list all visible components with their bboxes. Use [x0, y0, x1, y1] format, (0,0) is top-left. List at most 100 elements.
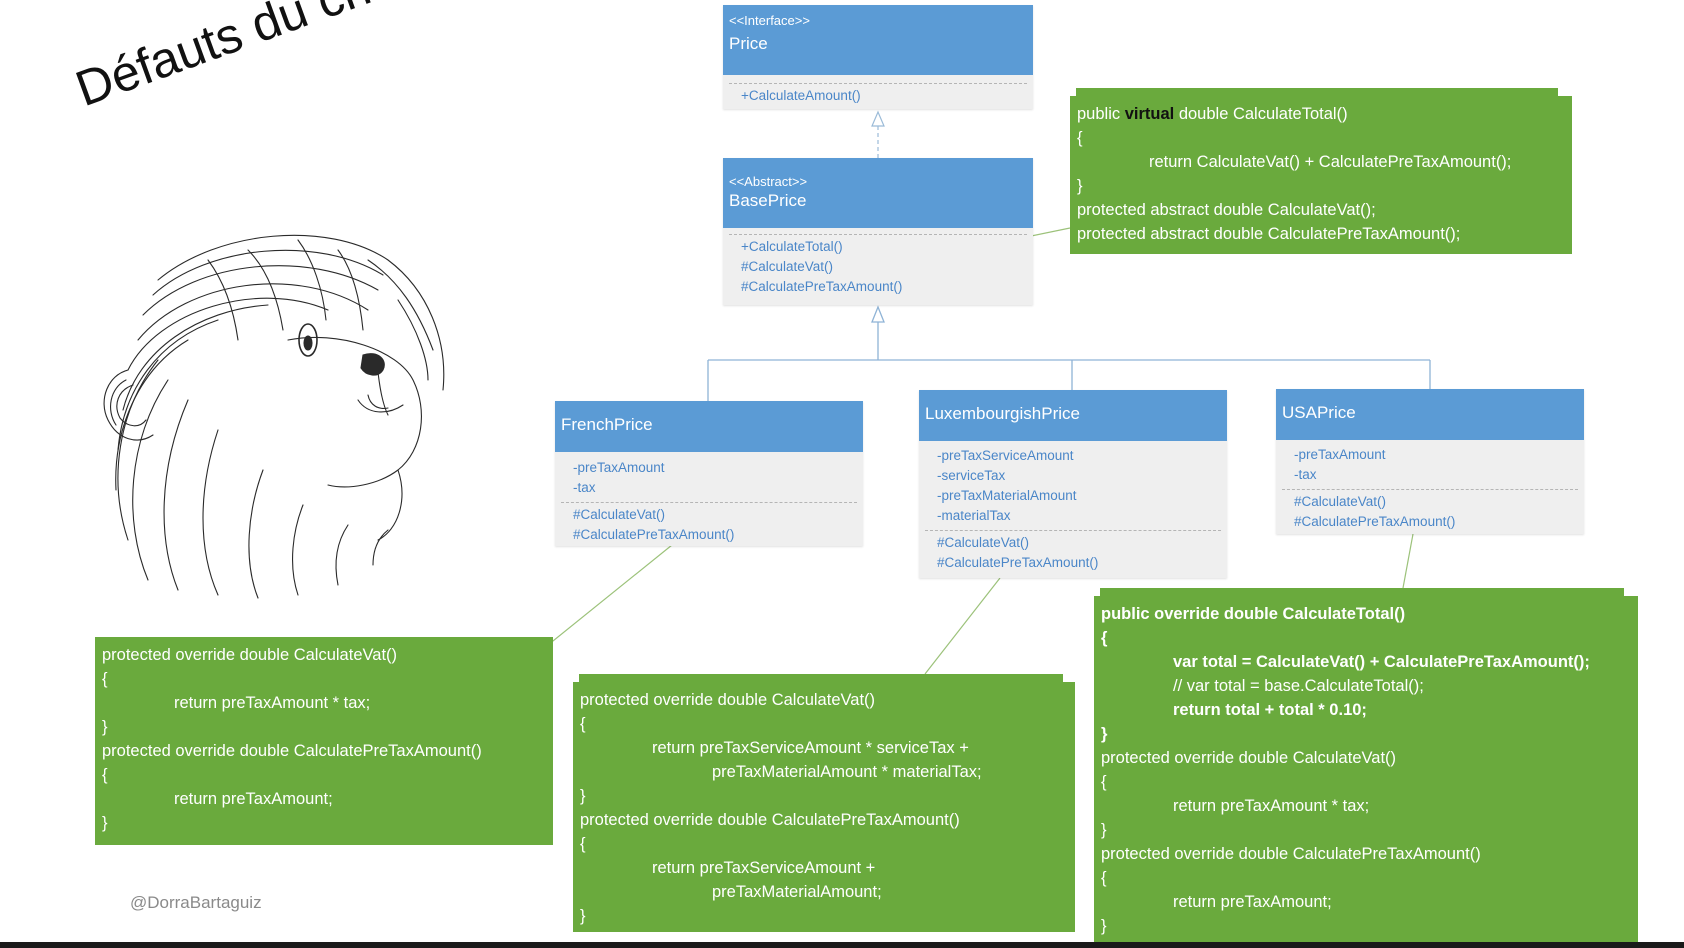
- author-credit: @DorraBartaguiz: [130, 893, 262, 912]
- class-luxembourgishprice: LuxembourgishPrice -preTaxServiceAmount …: [919, 390, 1227, 578]
- class-name: Price: [729, 34, 768, 53]
- code-line: protected override double CalculateVat(): [1101, 749, 1397, 767]
- class-name: LuxembourgishPrice: [925, 404, 1080, 423]
- field: -preTaxServiceAmount: [937, 448, 1074, 463]
- note-baseprice: public virtual double CalculateTotal() {…: [1070, 88, 1572, 254]
- code-line: // var total = base.CalculateTotal();: [1173, 677, 1424, 695]
- code-line: var total = CalculateVat() + CalculatePr…: [1173, 653, 1590, 671]
- code-line: protected override double CalculatePreTa…: [102, 742, 482, 760]
- method: #CalculateVat(): [1294, 494, 1387, 509]
- code-line: protected override double CalculateVat(): [580, 691, 876, 709]
- code-line: public override double CalculateTotal(): [1101, 605, 1406, 623]
- method: +CalculateAmount(): [741, 88, 861, 103]
- fields: -preTaxAmount -tax: [555, 452, 863, 502]
- code-line: return CalculateVat() + CalculatePreTaxA…: [1149, 153, 1512, 171]
- code-line: return total + total * 0.10;: [1173, 701, 1367, 719]
- methods: #CalculateVat() #CalculatePreTaxAmount(): [555, 503, 863, 549]
- code-line: {: [1101, 869, 1107, 887]
- code-line: protected abstract double CalculateVat()…: [1077, 201, 1376, 219]
- note-body: public override double CalculateTotal() …: [1094, 596, 1638, 942]
- field: -tax: [573, 480, 596, 495]
- realization-arrow: [871, 110, 885, 127]
- method: #CalculateVat(): [573, 507, 666, 522]
- note-anchor-french: [547, 544, 673, 646]
- method: #CalculatePreTaxAmount(): [573, 527, 735, 542]
- field: -preTaxMaterialAmount: [937, 488, 1077, 503]
- code-line: {: [102, 766, 108, 784]
- class-baseprice: <<Abstract>> BasePrice +CalculateTotal()…: [723, 158, 1033, 305]
- divider: [925, 530, 1221, 531]
- note-fold: [1076, 88, 1558, 98]
- field: -serviceTax: [937, 468, 1006, 483]
- class-name: USAPrice: [1282, 403, 1356, 422]
- code-line: return preTaxAmount * tax;: [1173, 797, 1370, 815]
- methods: +CalculateAmount(): [723, 84, 1033, 110]
- methods: +CalculateTotal() #CalculateVat() #Calcu…: [723, 235, 1033, 301]
- note-frenchprice: protected override double CalculateVat()…: [95, 637, 553, 845]
- field: -preTaxAmount: [573, 460, 665, 475]
- code-line: protected abstract double CalculatePreTa…: [1077, 225, 1461, 243]
- class-header: USAPrice: [1276, 389, 1584, 440]
- code-line: }: [1101, 821, 1107, 839]
- code-line: preTaxMaterialAmount * materialTax;: [712, 763, 982, 781]
- note-anchor-usa: [1402, 533, 1414, 589]
- note-body: protected override double CalculateVat()…: [573, 682, 1075, 932]
- note-luxembourgishprice: protected override double CalculateVat()…: [573, 674, 1075, 932]
- code-line: }: [1101, 725, 1108, 743]
- class-header: <<Interface>> Price: [723, 5, 1033, 75]
- note-anchor-luxembourg: [924, 577, 1001, 675]
- code-line: }: [1101, 917, 1107, 935]
- fields: -preTaxServiceAmount -serviceTax -preTax…: [919, 441, 1227, 530]
- stereotype: <<Interface>>: [729, 13, 810, 28]
- method: #CalculateVat(): [937, 535, 1030, 550]
- code-line: protected override double CalculatePreTa…: [580, 811, 960, 829]
- code-line: }: [102, 718, 108, 736]
- code-line: {: [580, 715, 586, 733]
- code-line: return preTaxAmount;: [174, 790, 333, 808]
- code-line: {: [1101, 629, 1108, 647]
- code-line: return preTaxServiceAmount * serviceTax …: [652, 739, 969, 757]
- stereotype: <<Abstract>>: [729, 174, 808, 189]
- divider: [729, 234, 1027, 235]
- field: -tax: [1294, 467, 1317, 482]
- code-line: }: [102, 814, 108, 832]
- field: -materialTax: [937, 508, 1011, 523]
- class-usaprice: USAPrice -preTaxAmount -tax #CalculateVa…: [1276, 389, 1584, 534]
- code-line: }: [580, 907, 586, 925]
- code-line: return preTaxAmount;: [1173, 893, 1332, 911]
- method: #CalculatePreTaxAmount(): [741, 279, 903, 294]
- class-header: FrenchPrice: [555, 401, 863, 452]
- code-text: double CalculateTotal(): [1174, 105, 1348, 123]
- code-line: preTaxMaterialAmount;: [712, 883, 882, 901]
- field: -preTaxAmount: [1294, 447, 1386, 462]
- note-body: protected override double CalculateVat()…: [95, 637, 553, 845]
- divider: [1282, 489, 1578, 490]
- code-line: {: [1101, 773, 1107, 791]
- fields: -preTaxAmount -tax: [1276, 440, 1584, 489]
- code-line: }: [1077, 177, 1083, 195]
- code-line: public virtual double CalculateTotal(): [1077, 102, 1565, 126]
- method: #CalculatePreTaxAmount(): [1294, 514, 1456, 529]
- code-line: {: [580, 835, 586, 853]
- code-line: return preTaxAmount * tax;: [174, 694, 371, 712]
- class-frenchprice: FrenchPrice -preTaxAmount -tax #Calculat…: [555, 401, 863, 546]
- inheritance-arrow: [871, 305, 885, 323]
- monkey-sketch-illustration: [103, 234, 445, 599]
- code-line: protected override double CalculatePreTa…: [1101, 845, 1481, 863]
- code-keyword: virtual: [1124, 105, 1175, 123]
- method: #CalculateVat(): [741, 259, 834, 274]
- class-name: FrenchPrice: [561, 415, 653, 434]
- code-line: }: [580, 787, 586, 805]
- divider: [729, 83, 1027, 84]
- method: +CalculateTotal(): [741, 239, 843, 254]
- class-price: <<Interface>> Price +CalculateAmount(): [723, 5, 1033, 109]
- methods: #CalculateVat() #CalculatePreTaxAmount(): [1276, 490, 1584, 536]
- methods: #CalculateVat() #CalculatePreTaxAmount(): [919, 531, 1227, 577]
- divider: [561, 502, 857, 503]
- code-line: protected override double CalculateVat(): [102, 646, 398, 664]
- code-line: {: [1077, 129, 1083, 147]
- note-usaprice: public override double CalculateTotal() …: [1094, 588, 1638, 942]
- class-name: BasePrice: [729, 191, 807, 210]
